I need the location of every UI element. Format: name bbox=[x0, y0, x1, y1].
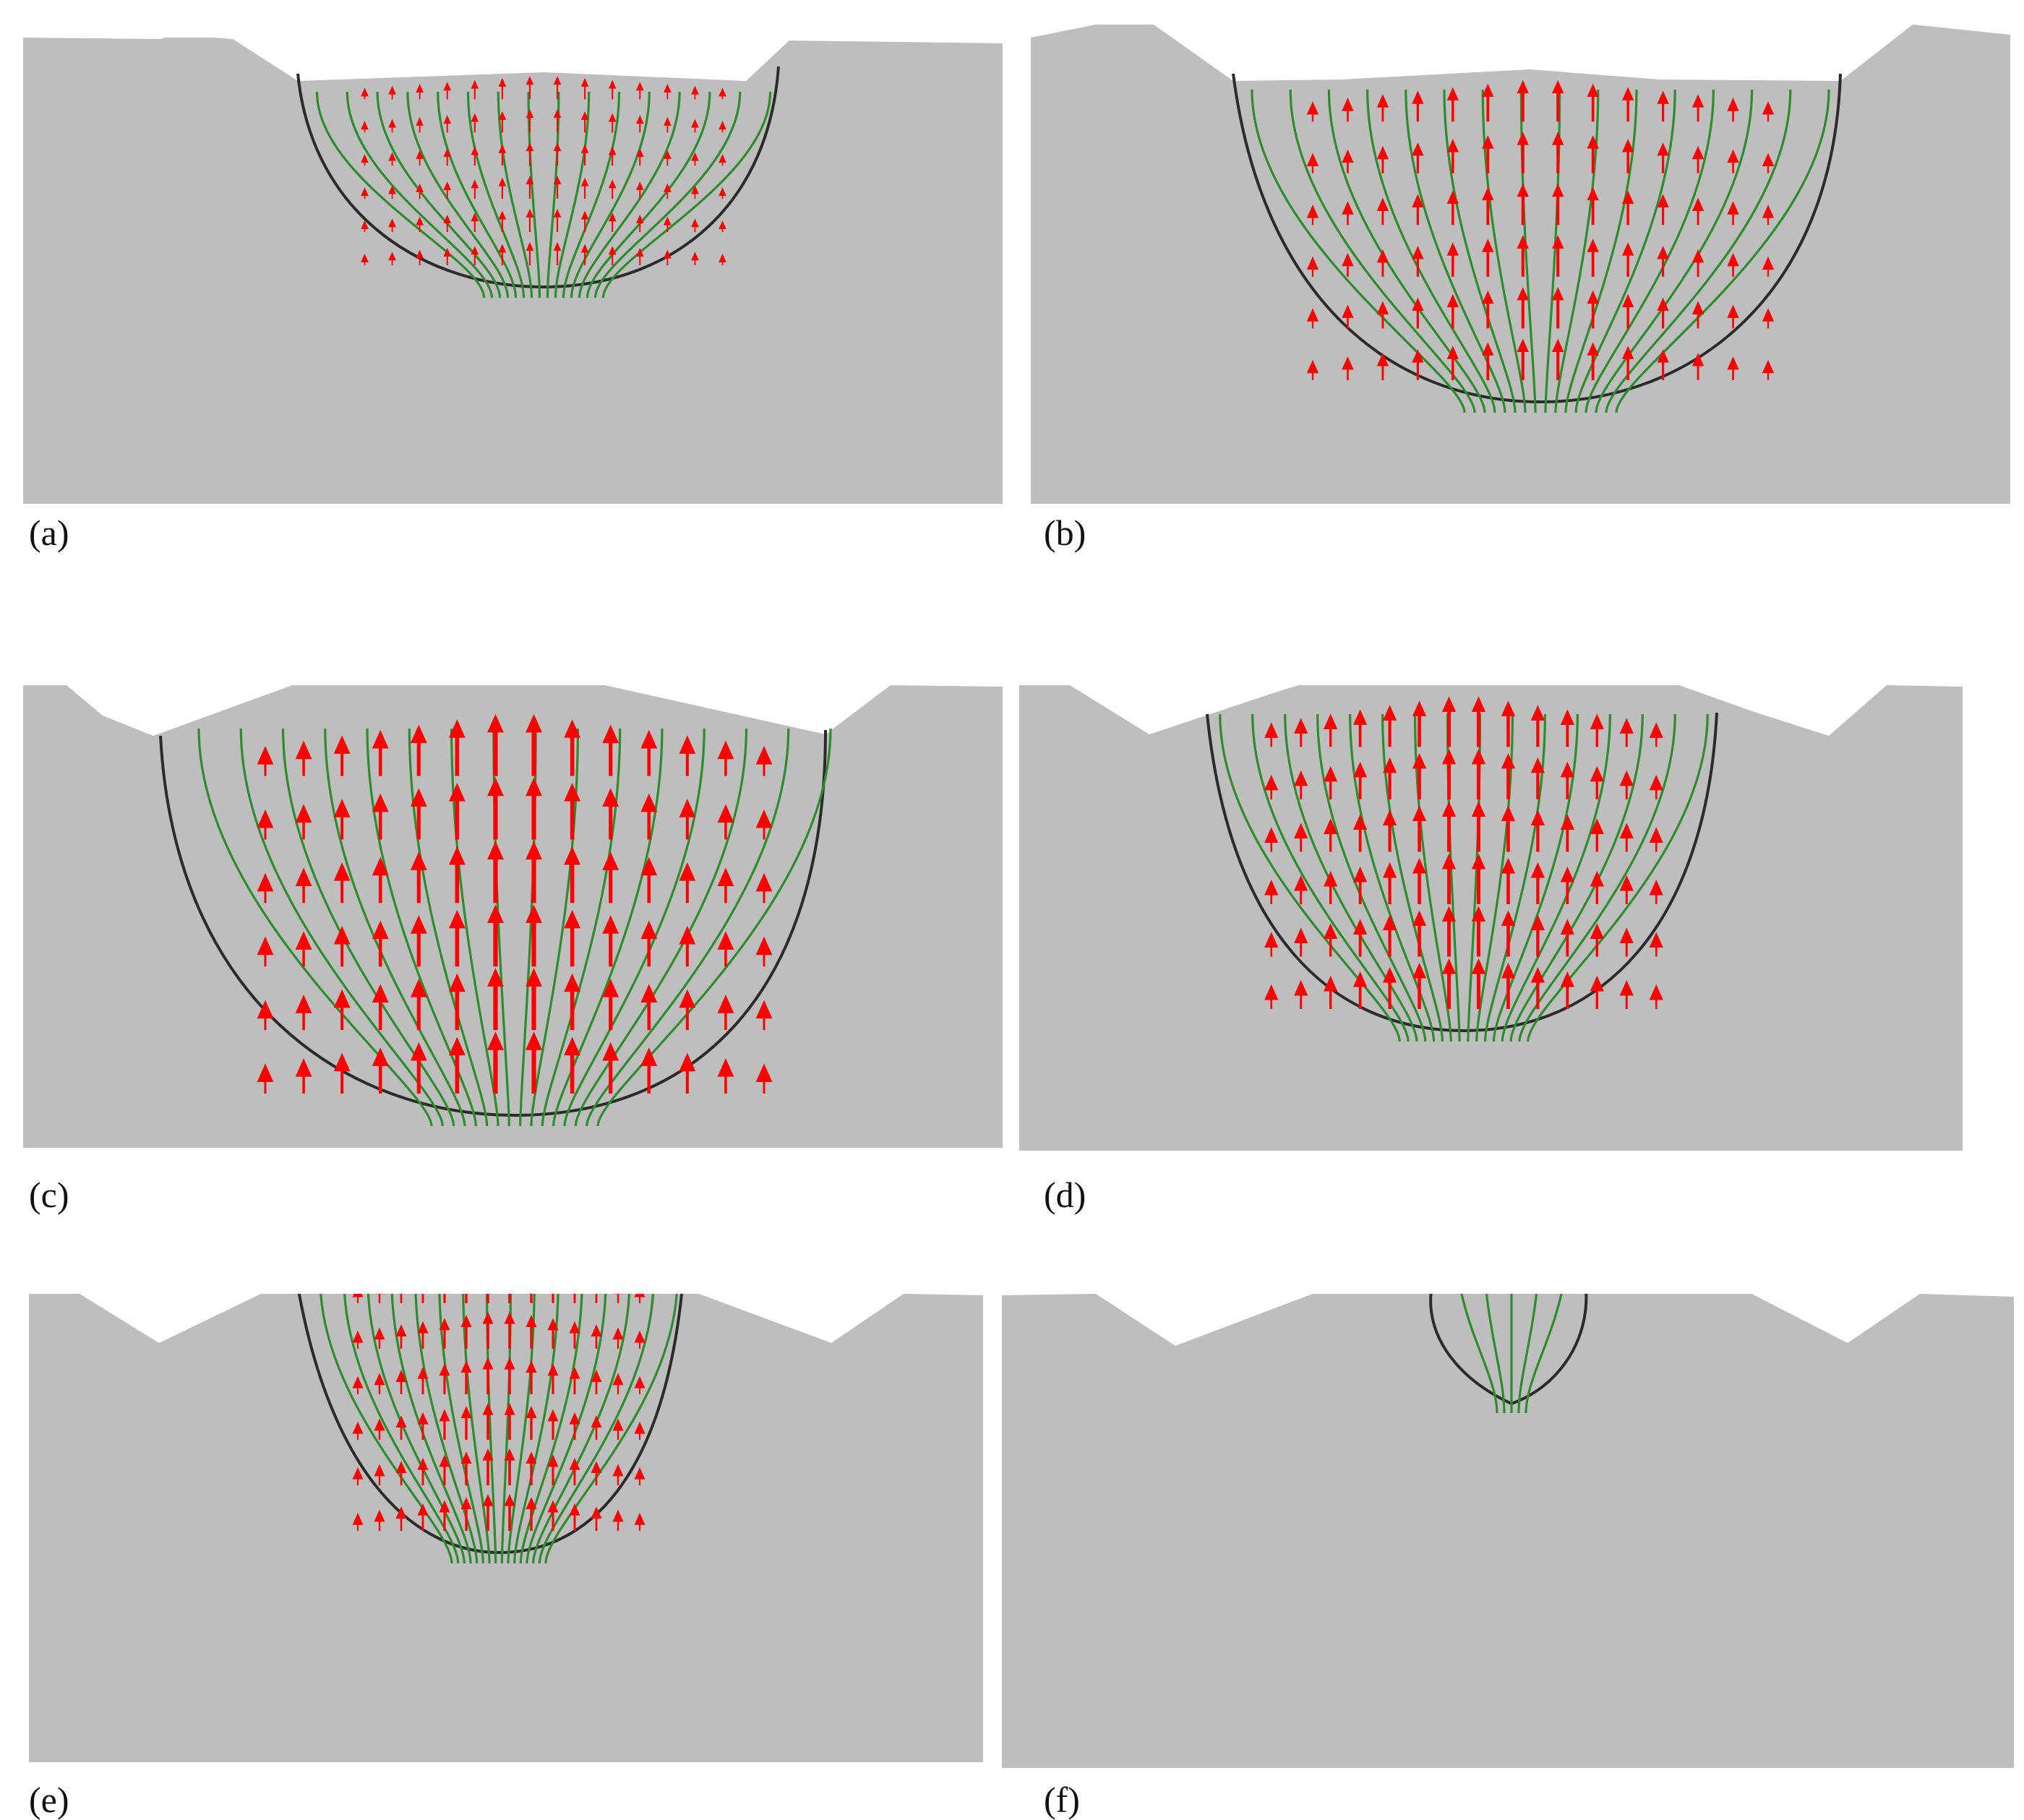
panel-a-graphic bbox=[23, 38, 1003, 504]
panel-c bbox=[23, 685, 1003, 1148]
velocity-arrowhead bbox=[635, 1294, 646, 1297]
panel-b bbox=[1031, 25, 2010, 504]
substrate bbox=[23, 38, 1003, 504]
panel-f bbox=[1002, 1294, 2014, 1768]
panel-d-label: (d) bbox=[1044, 1177, 1086, 1213]
substrate bbox=[23, 685, 1003, 1148]
panel-f-label: (f) bbox=[1044, 1782, 1080, 1818]
panel-e-graphic bbox=[29, 1294, 983, 1762]
velocity-arrowhead bbox=[353, 1294, 364, 1297]
panel-d-graphic bbox=[1019, 685, 1963, 1151]
panel-f-graphic bbox=[1002, 1294, 2014, 1768]
panel-a-label: (a) bbox=[29, 515, 69, 551]
panel-a bbox=[23, 38, 1003, 504]
panel-d bbox=[1019, 685, 1963, 1151]
panel-c-graphic bbox=[23, 685, 1003, 1148]
panel-b-graphic bbox=[1031, 25, 2010, 504]
panel-c-label: (c) bbox=[29, 1177, 69, 1213]
panel-b-label: (b) bbox=[1044, 515, 1086, 551]
panel-e bbox=[29, 1294, 983, 1762]
substrate bbox=[29, 1294, 983, 1762]
panel-e-label: (e) bbox=[29, 1782, 69, 1818]
substrate bbox=[1019, 685, 1963, 1151]
substrate bbox=[1002, 1294, 2014, 1768]
